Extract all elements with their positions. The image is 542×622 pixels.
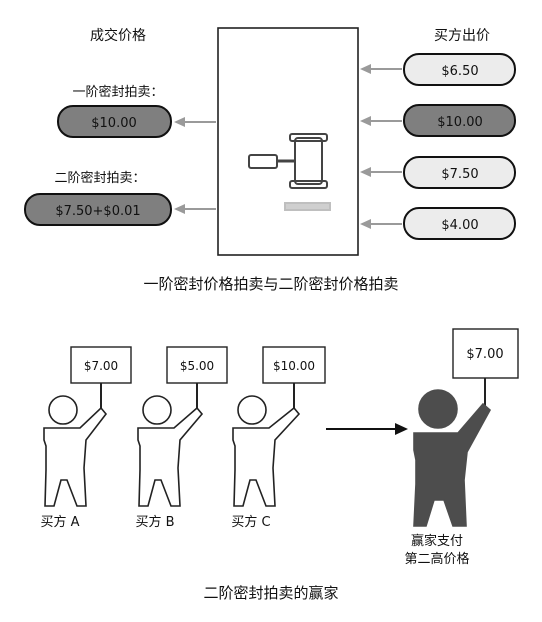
buyer-c-label: 买方 C — [231, 514, 270, 530]
svg-text:$7.50+$0.01: $7.50+$0.01 — [55, 204, 140, 219]
result-arrows — [174, 117, 216, 214]
svg-text:$10.00: $10.00 — [91, 116, 137, 131]
bottom-caption: 二阶密封拍卖的赢家 — [203, 584, 338, 602]
svg-text:$4.00: $4.00 — [441, 218, 478, 233]
final-price-title: 成交价格 — [90, 27, 146, 44]
buyer-a-figure: $7.00 — [43, 346, 132, 507]
winner-bid: $7.00 — [466, 347, 503, 362]
second-price-pill: $7.50+$0.01 — [24, 193, 172, 226]
first-price-label: 一阶密封拍卖： — [72, 84, 163, 100]
bid-pill: $6.50 — [403, 53, 516, 86]
svg-text:$7.50: $7.50 — [441, 167, 478, 182]
buyer-b-bid: $5.00 — [180, 359, 214, 373]
gavel-icon — [248, 133, 331, 211]
buyer-a-label: 买方 A — [40, 514, 79, 530]
top-caption: 一阶密封价格拍卖与二阶密封价格拍卖 — [143, 275, 398, 293]
buyer-b-label: 买方 B — [135, 514, 174, 530]
buyer-a-bid: $7.00 — [84, 359, 118, 373]
winner-figure: $7.00 — [413, 328, 519, 527]
svg-text:$6.50: $6.50 — [441, 64, 478, 79]
bid-arrows — [360, 64, 402, 229]
buyer-bids-title: 买方出价 — [434, 28, 490, 44]
winner-label-line1: 赢家支付 — [411, 533, 463, 549]
svg-text:$10.00: $10.00 — [437, 115, 483, 130]
winner-arrow — [326, 423, 408, 435]
first-price-pill: $10.00 — [57, 105, 172, 138]
bid-pill: $4.00 — [403, 207, 516, 240]
bid-pill: $7.50 — [403, 156, 516, 189]
auction-box — [217, 27, 359, 256]
winner-label-line2: 第二高价格 — [404, 551, 469, 567]
buyer-c-figure: $10.00 — [232, 346, 326, 507]
second-price-label: 二阶密封拍卖： — [54, 170, 145, 186]
buyer-b-figure: $5.00 — [137, 346, 228, 507]
bid-pill: $10.00 — [403, 104, 516, 137]
buyer-c-bid: $10.00 — [273, 359, 315, 373]
